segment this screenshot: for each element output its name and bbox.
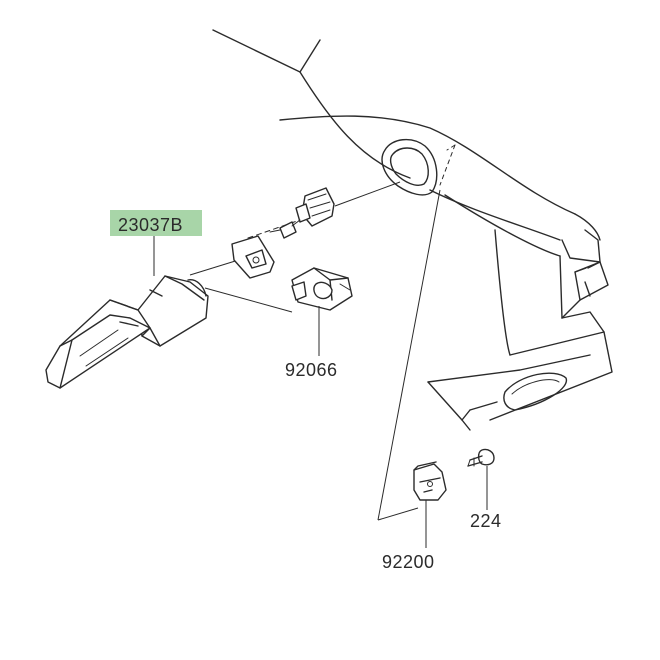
part-label-92066[interactable]: 92066 [285, 360, 338, 380]
part-label-23037b[interactable]: 23037B [110, 210, 202, 236]
wiring-lines [189, 181, 441, 521]
part-number-text: 92200 [382, 552, 435, 572]
turn-signal-lamp [45, 275, 209, 389]
bracket-clip [413, 461, 447, 501]
part-number-text: 92066 [285, 360, 338, 380]
part-number-text: 224 [470, 511, 502, 531]
mounting-hole [381, 139, 438, 196]
rear-fender-body [212, 29, 613, 431]
leader-lines [153, 236, 488, 548]
assembly-dashed-lines [247, 144, 456, 239]
part-label-92200[interactable]: 92200 [382, 552, 435, 572]
connector-housing [291, 267, 353, 311]
label-highlight [110, 210, 202, 236]
part-number-text: 23037B [118, 215, 183, 235]
grommet-plate [231, 235, 275, 279]
screw [467, 448, 495, 467]
part-label-224[interactable]: 224 [470, 511, 502, 531]
wire-connector [269, 187, 335, 239]
